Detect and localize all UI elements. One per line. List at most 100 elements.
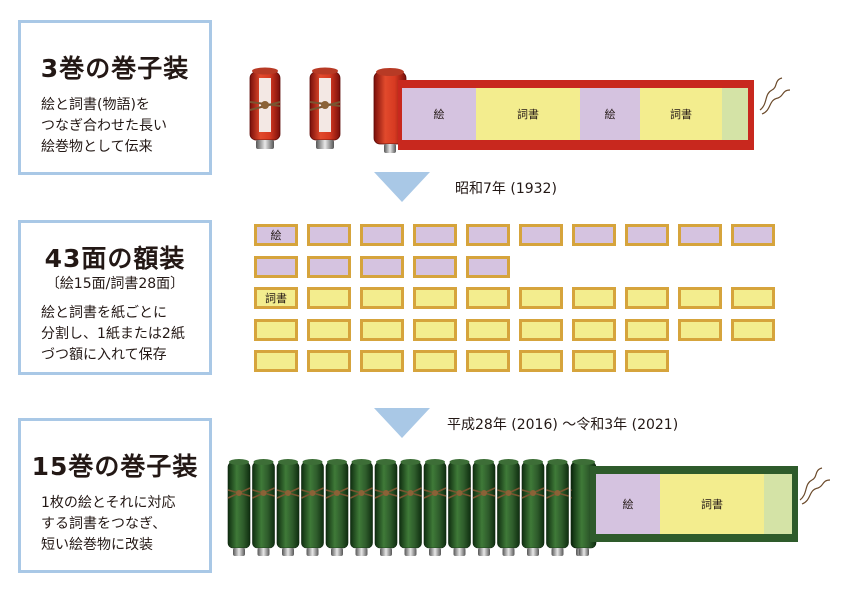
down-arrow-icon <box>374 408 430 438</box>
scroll-top <box>474 459 494 465</box>
scroll-tie-knot <box>554 490 561 496</box>
scroll-top <box>547 459 568 465</box>
section-description: 絵と詞書を紙ごとに 分割し、1紙または2紙 づつ額に入れて保存 <box>41 305 185 363</box>
scroll-rod-end <box>306 548 319 556</box>
section-box-1: 3巻の巻子装 絵と詞書(物語)を つなぎ合わせた長い 絵巻物として伝来 <box>18 20 212 175</box>
rolled-scroll <box>227 461 251 549</box>
text-frame-inner <box>416 353 454 369</box>
scroll-top <box>376 459 396 465</box>
text-frame-inner <box>363 290 401 306</box>
text-frame-inner <box>363 353 401 369</box>
picture-label: 絵 <box>605 107 616 121</box>
picture-panel <box>580 88 640 140</box>
scroll-rod-end <box>478 548 490 556</box>
scroll-top <box>376 68 404 76</box>
text-panel <box>640 88 722 140</box>
scroll-tie-knot <box>334 490 340 496</box>
scroll-rod-end <box>429 548 441 556</box>
text-frame-inner <box>522 353 560 369</box>
text-frame-inner <box>628 322 666 338</box>
picture-frame-inner <box>522 227 560 243</box>
scroll-top <box>327 459 347 465</box>
scroll-rod-end <box>282 548 294 556</box>
rolled-scroll <box>546 461 569 549</box>
picture-frame-inner <box>575 227 613 243</box>
scroll-rod-end <box>453 548 466 556</box>
text-frame-inner <box>575 290 613 306</box>
text-frame-inner <box>522 290 560 306</box>
rolled-scroll <box>252 461 275 549</box>
scroll-top <box>523 459 543 465</box>
text-label: 詞書 <box>265 291 287 305</box>
scroll-tie-knot <box>432 490 438 496</box>
picture-frame-inner <box>363 227 401 243</box>
picture-frame-inner <box>681 227 719 243</box>
text-frame-inner <box>363 322 401 338</box>
text-frame-inner <box>575 322 613 338</box>
scroll-tie-knot <box>407 490 414 496</box>
scroll-top <box>302 459 323 465</box>
picture-frame-inner <box>734 227 772 243</box>
text-frame-inner <box>257 290 295 306</box>
text-label: 詞書 <box>701 497 723 511</box>
scroll-rod-end <box>384 144 396 153</box>
scroll-tie-knot <box>261 101 269 109</box>
text-frame-inner <box>734 322 772 338</box>
rolled-scroll <box>448 461 471 549</box>
scroll-tie-knot <box>260 490 267 496</box>
scroll-rod-end <box>233 548 245 556</box>
scroll-tie-knot <box>456 490 463 496</box>
text-frame-inner <box>257 322 295 338</box>
rolled-scroll <box>521 461 545 549</box>
scroll-tie-knot <box>383 490 389 496</box>
text-frame-inner <box>416 290 454 306</box>
rolled-scroll <box>276 461 300 549</box>
scroll-rod-end <box>404 548 417 556</box>
section-box-3: 15巻の巻子装 1枚の絵とそれに対応 する詞書をつなぎ、 短い絵巻物に改装 <box>18 418 212 573</box>
picture-label: 絵 <box>271 228 282 242</box>
end-panel <box>764 474 792 534</box>
scroll-top <box>449 459 470 465</box>
picture-frame-inner <box>628 227 666 243</box>
scroll-rod-end <box>579 548 589 556</box>
scroll-top <box>573 459 595 465</box>
text-frame-inner <box>310 322 348 338</box>
scroll-top <box>229 459 249 465</box>
scroll-rod-end <box>527 548 539 556</box>
section-subtitle: 〔絵15面/詞書28面〕 <box>45 276 185 292</box>
scroll-tie-knot <box>358 490 365 496</box>
picture-frame-inner <box>416 259 454 275</box>
scroll-rod-end <box>355 548 368 556</box>
text-label: 詞書 <box>517 107 539 121</box>
text-panel <box>476 88 580 140</box>
section-title: 15巻の巻子装 <box>31 452 199 481</box>
scroll-tie-knot <box>309 490 316 496</box>
scroll-tie-knot <box>505 490 512 496</box>
picture-label: 絵 <box>623 497 634 511</box>
text-frame-inner <box>416 322 454 338</box>
scroll-tie-knot <box>530 490 536 496</box>
scroll-top <box>253 459 274 465</box>
down-arrow-icon <box>374 172 430 202</box>
rolled-scroll <box>350 461 373 549</box>
scroll-cord <box>799 467 823 501</box>
era-label: 昭和7年 (1932) <box>455 181 557 197</box>
scroll-top <box>312 67 338 75</box>
section-title: 3巻の巻子装 <box>40 54 190 83</box>
picture-frame-inner <box>310 259 348 275</box>
picture-frame-inner <box>363 259 401 275</box>
scroll-cord <box>801 479 831 505</box>
picture-frame-inner <box>310 227 348 243</box>
text-frame-inner <box>257 353 295 369</box>
scroll-top <box>400 459 421 465</box>
text-frame-inner <box>681 290 719 306</box>
picture-label: 絵 <box>434 107 445 121</box>
text-frame-inner <box>628 353 666 369</box>
scroll-top <box>278 459 298 465</box>
scroll-rod-end <box>331 548 343 556</box>
picture-panel <box>402 88 476 140</box>
text-frame-inner <box>469 353 507 369</box>
text-frame-inner <box>310 290 348 306</box>
scroll-tie-knot <box>321 101 329 109</box>
